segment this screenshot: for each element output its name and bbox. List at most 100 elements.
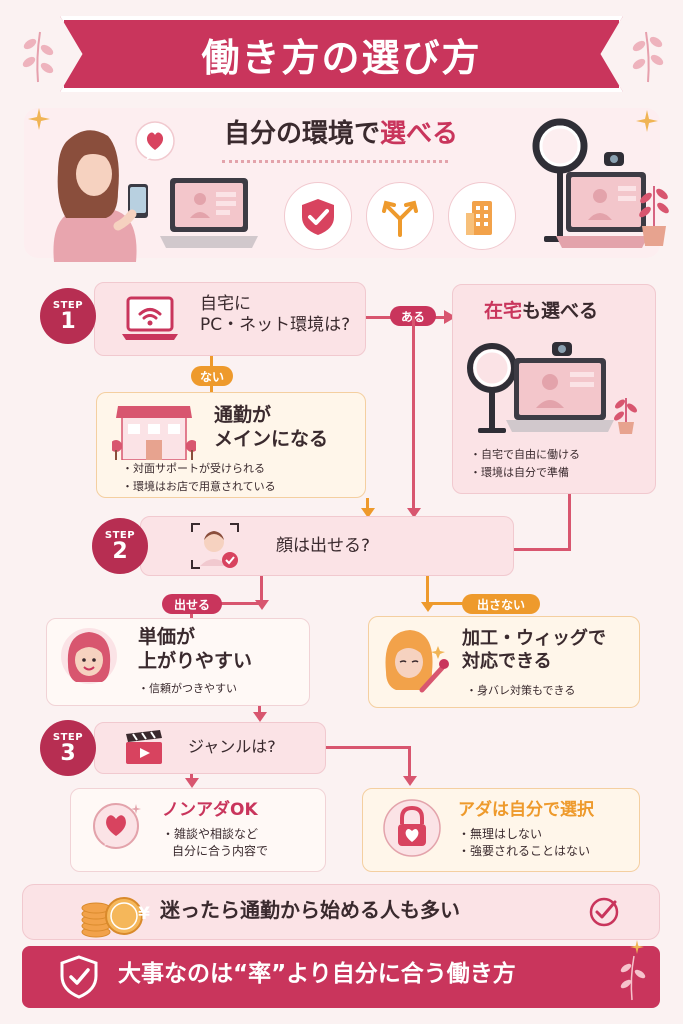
face-no-card-bullet-1: ・身バレ対策もできる	[466, 684, 576, 697]
step1-question: 自宅に PC・ネット環境は?	[200, 294, 350, 337]
hero-heading-accent: 選べる	[380, 119, 459, 149]
coin-symbol: ¥	[138, 904, 150, 924]
connector-line	[190, 774, 193, 780]
arrow-down-icon	[407, 508, 421, 518]
step3-badge-label: STEP	[52, 731, 84, 743]
step3-badge: STEP 3	[40, 720, 96, 776]
step1-no-label: ない	[191, 366, 233, 386]
home-setup-illustration	[467, 342, 637, 434]
dotted-divider	[222, 160, 448, 163]
commute-card-title-line1: 通勤が	[214, 404, 272, 426]
sparkle-icon	[630, 940, 644, 954]
step3-question: ジャンルは?	[188, 737, 276, 756]
step2-yes-label: 出せる	[162, 594, 222, 614]
ring-light-setup-illustration	[532, 118, 648, 248]
face-no-card-bullets: ・身バレ対策もできる	[466, 682, 575, 700]
connector-line	[568, 494, 571, 550]
connector-line	[514, 548, 571, 551]
shield-check-icon	[302, 199, 334, 235]
page-title: 働き方の選び方	[201, 35, 482, 80]
non-adult-card-bullet-1: ・雑談や相談など	[162, 827, 259, 841]
home-card-bullets: ・自宅で自由に働ける ・環境は自分で準備	[470, 446, 580, 481]
step1-badge-label: STEP	[52, 299, 84, 311]
footer-banner	[22, 946, 660, 1008]
connector-line	[190, 602, 262, 605]
arrow-down-icon	[185, 778, 199, 788]
wig-woman-icon	[385, 630, 449, 693]
heart-lock-icon	[383, 799, 441, 857]
branch-arrows-badge	[366, 182, 434, 250]
woman-with-phone-illustration	[53, 130, 148, 262]
commute-card-bullet-1: ・対面サポートが受けられる	[122, 462, 265, 475]
sparkle-icon	[28, 108, 50, 130]
tip-text: 迷ったら通勤から始める人も多い	[160, 898, 460, 922]
face-no-card-title: 加工・ウィッグで 対応できる	[462, 628, 606, 673]
commute-card-title: 通勤が メインになる	[214, 404, 328, 452]
home-card-bullet-1: ・自宅で自由に働ける	[470, 448, 580, 461]
step3-badge-number: 3	[60, 740, 76, 766]
connector-line	[366, 498, 369, 514]
face-yes-card-bullets: ・信頼がつきやすい	[138, 680, 237, 698]
building-badge	[448, 182, 516, 250]
face-yes-card-title: 単価が 上がりやすい	[138, 626, 252, 674]
hero-heading: 自分の環境で選べる	[224, 118, 458, 151]
hero-heading-main: 自分の環境で	[224, 119, 381, 149]
heart-bubble-icon	[93, 803, 141, 849]
branch-arrows-icon	[382, 200, 418, 237]
shop-building-icon	[112, 406, 196, 460]
potted-plant-illustration	[639, 186, 669, 246]
connector-line	[260, 576, 263, 604]
step1-badge: STEP 1	[40, 288, 96, 344]
arrow-right-icon	[444, 310, 456, 324]
laptop-illustration	[160, 178, 258, 248]
arrow-down-icon	[361, 508, 375, 518]
adult-card-bullet-1: ・無理はしない	[458, 827, 543, 841]
step2-badge-number: 2	[112, 538, 128, 564]
step2-badge-label: STEP	[104, 529, 136, 541]
shield-check-badge	[284, 182, 352, 250]
check-circle-icon	[589, 897, 619, 927]
face-no-card-title-line1: 加工・ウィッグで	[462, 628, 606, 649]
face-check-icon	[191, 523, 239, 569]
commute-card-title-line2: メインになる	[214, 427, 329, 450]
adult-card-bullet-2: ・強要されることはない	[458, 844, 591, 859]
commute-card-bullets: ・対面サポートが受けられる ・環境はお店で用意されている	[122, 460, 276, 495]
home-card-title-accent: 在宅	[484, 300, 523, 322]
leaf-sprig-icon	[620, 955, 646, 1001]
step2-question: 顔は出せる?	[276, 536, 371, 556]
non-adult-card-bullet-2: 自分に合う内容で	[172, 844, 269, 859]
non-adult-card-bullets: ・雑談や相談など 自分に合う内容で	[162, 826, 268, 861]
arrow-down-icon	[253, 712, 267, 722]
smiling-woman-icon	[61, 628, 117, 684]
adult-card-title: アダは自分で選択	[458, 800, 594, 820]
step1-question-line2: PC・ネット環境は?	[200, 315, 351, 336]
connector-line	[408, 746, 411, 778]
heart-bubble-icon	[135, 121, 175, 161]
step1-badge-number: 1	[60, 308, 76, 334]
face-no-card-title-line2: 対応できる	[462, 650, 552, 672]
shield-check-icon	[60, 955, 98, 999]
title-banner: 働き方の選び方	[60, 16, 623, 92]
connector-line	[412, 316, 415, 512]
connector-line	[426, 576, 429, 604]
connector-line	[326, 746, 410, 749]
leaf-sprig-right-icon	[632, 31, 664, 83]
building-icon	[466, 201, 492, 235]
face-yes-card-bullet-1: ・信頼がつきやすい	[138, 682, 237, 695]
leaf-sprig-left-icon	[22, 31, 54, 83]
coin-stack-icon	[81, 897, 143, 938]
non-adult-card-title: ノンアダOK	[162, 800, 258, 820]
home-card-title-rest: も選べる	[522, 300, 599, 322]
home-card-title: 在宅も選べる	[484, 300, 598, 324]
step2-badge: STEP 2	[92, 518, 148, 574]
adult-card-bullets: ・無理はしない ・強要されることはない	[458, 826, 590, 861]
step2-no-label: 出さない	[462, 594, 540, 614]
commute-card-bullet-2: ・環境はお店で用意されている	[122, 479, 276, 493]
footer-text: 大事なのは“率”より自分に合う働き方	[118, 961, 516, 987]
connector-line	[258, 706, 261, 716]
sparkle-icon	[636, 110, 658, 132]
clapperboard-icon	[126, 730, 162, 764]
arrow-down-icon	[403, 776, 417, 786]
face-yes-card-title-line1: 単価が	[138, 626, 196, 648]
arrow-down-icon	[421, 602, 435, 612]
